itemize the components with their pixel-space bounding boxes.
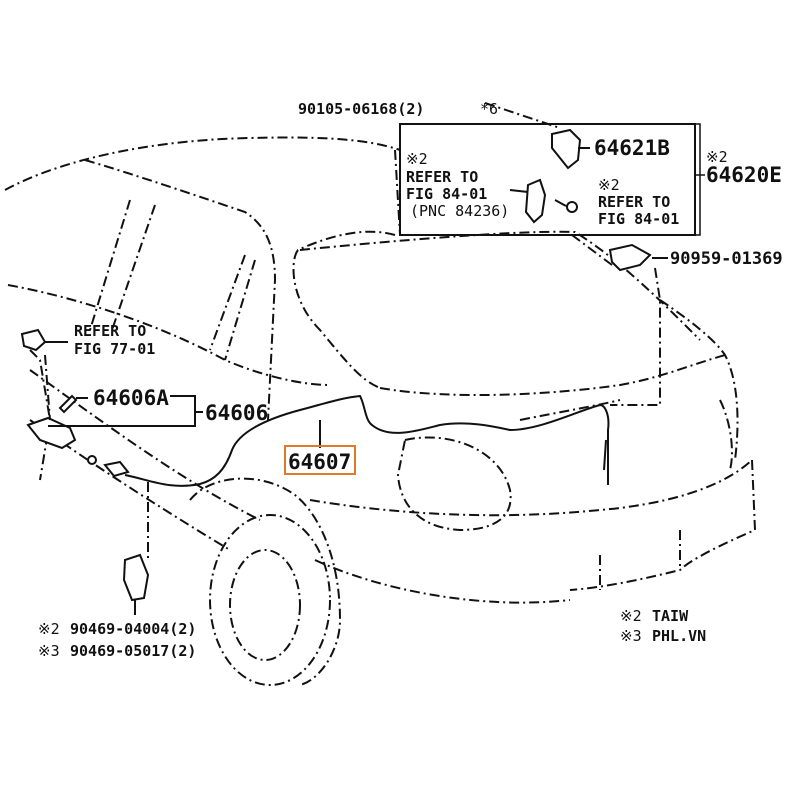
car-body bbox=[4, 136, 757, 604]
label-note1-mark: ※2 bbox=[620, 607, 642, 625]
label-inset-ref2-mark: ※2 bbox=[598, 176, 620, 194]
label-clip-part: 90959-01369 bbox=[670, 249, 783, 269]
label-inset-fig2: FIG 84-01 bbox=[598, 210, 679, 228]
label-note2: PHL.VN bbox=[652, 627, 706, 645]
label-fig-left: FIG 77-01 bbox=[74, 340, 155, 358]
label-inset-refer2-to: REFER TO bbox=[598, 193, 670, 211]
label-screw1: 90469-04004(2) bbox=[70, 620, 196, 638]
tail-lamp bbox=[519, 399, 621, 421]
key-cylinder-icon bbox=[524, 178, 547, 224]
label-right-ref-mark: ※2 bbox=[706, 148, 728, 166]
label-note1: TAIW bbox=[652, 607, 689, 625]
label-screw2-mark: ※3 bbox=[38, 642, 60, 660]
label-inset-pnc: (PNC 84236) bbox=[410, 202, 509, 220]
label-inset-refer-to: REFER TO bbox=[406, 168, 478, 186]
rear-wheel bbox=[189, 477, 342, 686]
label-inset-ref-mark: ※2 bbox=[406, 150, 428, 168]
label-screw1-mark: ※2 bbox=[38, 620, 60, 638]
screw-icon bbox=[566, 201, 578, 213]
lever-handle-icon bbox=[20, 328, 47, 352]
label-lock-part: 64621B bbox=[594, 136, 670, 160]
clip-icon bbox=[608, 243, 652, 272]
label-refer-left: REFER TO bbox=[74, 322, 146, 340]
label-screw2: 90469-05017(2) bbox=[70, 642, 196, 660]
leader-lines bbox=[29, 102, 705, 560]
label-inset-fig: FIG 84-01 bbox=[406, 185, 487, 203]
label-top-bolt: 90105-06168(2) bbox=[298, 100, 424, 118]
label-sub-part: 64606A bbox=[93, 386, 169, 410]
cable-end bbox=[603, 439, 607, 471]
cable-tip-icon bbox=[58, 394, 78, 414]
label-highlight-part: 64607 bbox=[288, 450, 351, 474]
label-right-part: 64620E bbox=[706, 163, 782, 187]
opener-cable bbox=[124, 394, 610, 487]
opener-lever-icon bbox=[26, 416, 77, 450]
lock-part-icon bbox=[551, 128, 582, 170]
highlight-box bbox=[284, 445, 356, 475]
label-top-bolt-tag: *6 bbox=[480, 100, 498, 118]
label-assy-part: 64606 bbox=[205, 401, 268, 425]
screw-group-icon bbox=[122, 553, 150, 602]
label-note2-mark: ※3 bbox=[620, 627, 642, 645]
